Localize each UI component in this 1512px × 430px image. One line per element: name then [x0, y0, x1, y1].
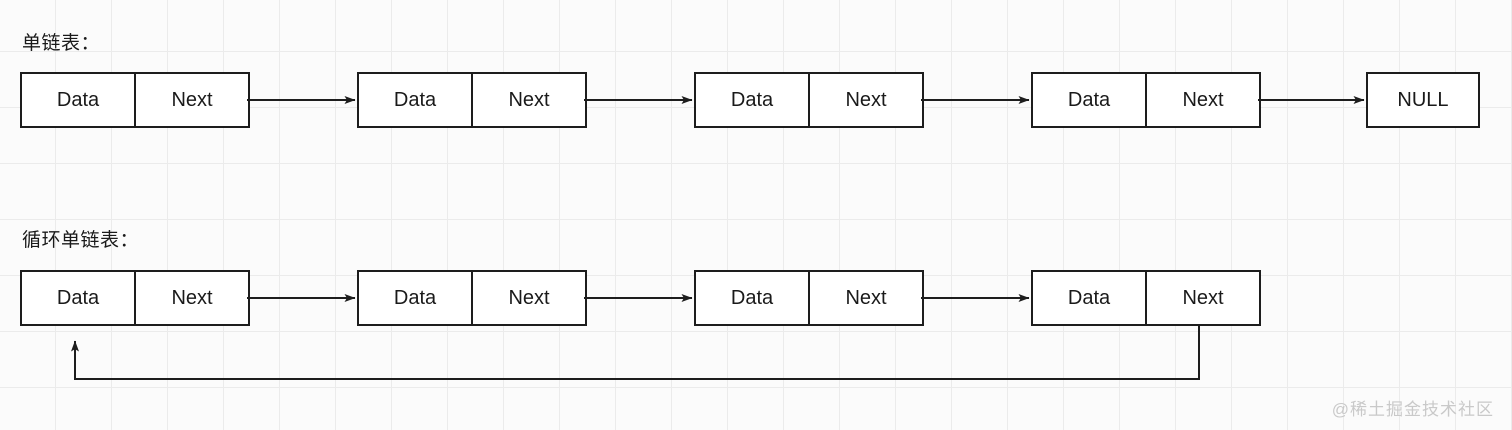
node-circular-4-data-cell: Data	[1067, 286, 1111, 309]
node-circular-1-data-cell: Data	[56, 286, 100, 309]
node-circular-2-data-cell: Data	[393, 286, 437, 309]
section-label-circular-singly-linked-list: 循环单链表：	[22, 230, 140, 251]
node-singly-2: Data Next	[357, 72, 587, 128]
node-circular-2-next-cell: Next	[471, 272, 585, 324]
section-label-singly-linked-list: 单链表：	[22, 33, 101, 54]
node-circular-2: Data Next	[357, 270, 587, 326]
node-singly-1: Data Next	[20, 72, 250, 128]
node-circular-1: Data Next	[20, 270, 250, 326]
node-circular-3-next-cell: Next	[808, 272, 922, 324]
node-circular-3: Data Next	[694, 270, 924, 326]
node-singly-3-next-cell: Next	[808, 74, 922, 126]
node-singly-4-next-cell: Next	[1145, 74, 1259, 126]
node-singly-3-data-cell: Data	[730, 88, 774, 111]
arrow-circular-loop-back	[71, 326, 1200, 380]
node-singly-4-data-cell: Data	[1067, 88, 1111, 111]
node-singly-1-next-cell: Next	[134, 74, 248, 126]
node-singly-4: Data Next	[1031, 72, 1261, 128]
watermark: @稀土掘金技术社区	[1331, 400, 1494, 419]
node-circular-4-next-cell: Next	[1145, 272, 1259, 324]
node-circular-1-next-cell: Next	[134, 272, 248, 324]
node-singly-2-next-cell: Next	[471, 74, 585, 126]
node-singly-1-data-cell: Data	[56, 88, 100, 111]
null-terminator-box: NULL	[1366, 72, 1480, 128]
node-singly-2-data-cell: Data	[393, 88, 437, 111]
node-circular-4: Data Next	[1031, 270, 1261, 326]
node-circular-3-data-cell: Data	[730, 286, 774, 309]
node-singly-3: Data Next	[694, 72, 924, 128]
